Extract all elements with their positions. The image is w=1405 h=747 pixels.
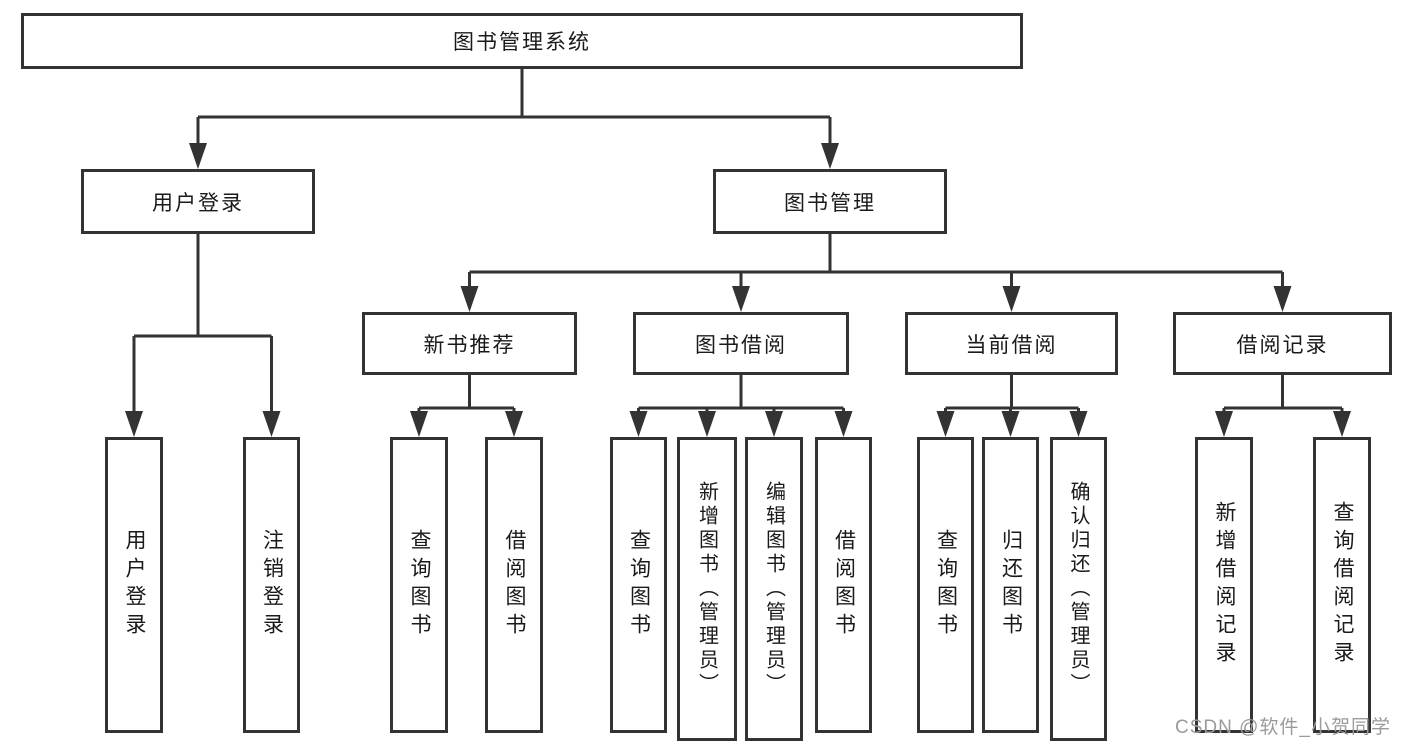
arrowheads-new-book-recommendation bbox=[410, 411, 523, 437]
leaf-add-books-admin: 新增图书（管理员） bbox=[677, 437, 737, 741]
arrowheads-user-login bbox=[125, 411, 281, 437]
node-book-borrowing: 图书借阅 bbox=[633, 312, 849, 375]
node-new-book-recommendation: 新书推荐 bbox=[362, 312, 577, 375]
connector-borrowing-records bbox=[1222, 375, 1344, 424]
connector-new-book-recommendation bbox=[417, 375, 516, 424]
leaf-query-books-current: 查询图书 bbox=[917, 437, 974, 733]
leaf-edit-books-admin: 编辑图书（管理员） bbox=[745, 437, 803, 741]
connector-root bbox=[196, 69, 832, 148]
leaf-query-borrow-record: 查询借阅记录 bbox=[1313, 437, 1371, 733]
connector-book-management bbox=[468, 234, 1284, 292]
leaf-query-books-borrowing: 查询图书 bbox=[610, 437, 667, 733]
arrowheads-level2 bbox=[189, 143, 839, 169]
node-borrowing-records: 借阅记录 bbox=[1173, 312, 1392, 375]
arrowheads-borrowing-records bbox=[1215, 411, 1351, 437]
leaf-confirm-return-admin: 确认归还（管理员） bbox=[1050, 437, 1107, 741]
leaf-return-books: 归还图书 bbox=[982, 437, 1039, 733]
leaf-user-login: 用户登录 bbox=[105, 437, 163, 733]
leaf-logout-login: 注销登录 bbox=[243, 437, 300, 733]
arrowheads-level3 bbox=[460, 286, 1292, 312]
node-library-management-system: 图书管理系统 bbox=[21, 13, 1023, 69]
node-user-login: 用户登录 bbox=[81, 169, 315, 234]
node-current-borrowing: 当前借阅 bbox=[905, 312, 1118, 375]
watermark-csdn: CSDN @软件_小贺同学 bbox=[1175, 717, 1391, 738]
arrowheads-current-borrowing bbox=[936, 411, 1088, 437]
leaf-borrow-books-recommend: 借阅图书 bbox=[485, 437, 543, 733]
leaf-add-borrow-record: 新增借阅记录 bbox=[1195, 437, 1253, 733]
connector-book-borrowing bbox=[637, 375, 845, 424]
arrowheads-book-borrowing bbox=[629, 411, 853, 437]
leaf-borrow-books-borrowing: 借阅图书 bbox=[815, 437, 872, 733]
node-book-management: 图书管理 bbox=[713, 169, 947, 234]
leaf-query-books-recommend: 查询图书 bbox=[390, 437, 448, 733]
connector-user-login bbox=[132, 234, 273, 424]
